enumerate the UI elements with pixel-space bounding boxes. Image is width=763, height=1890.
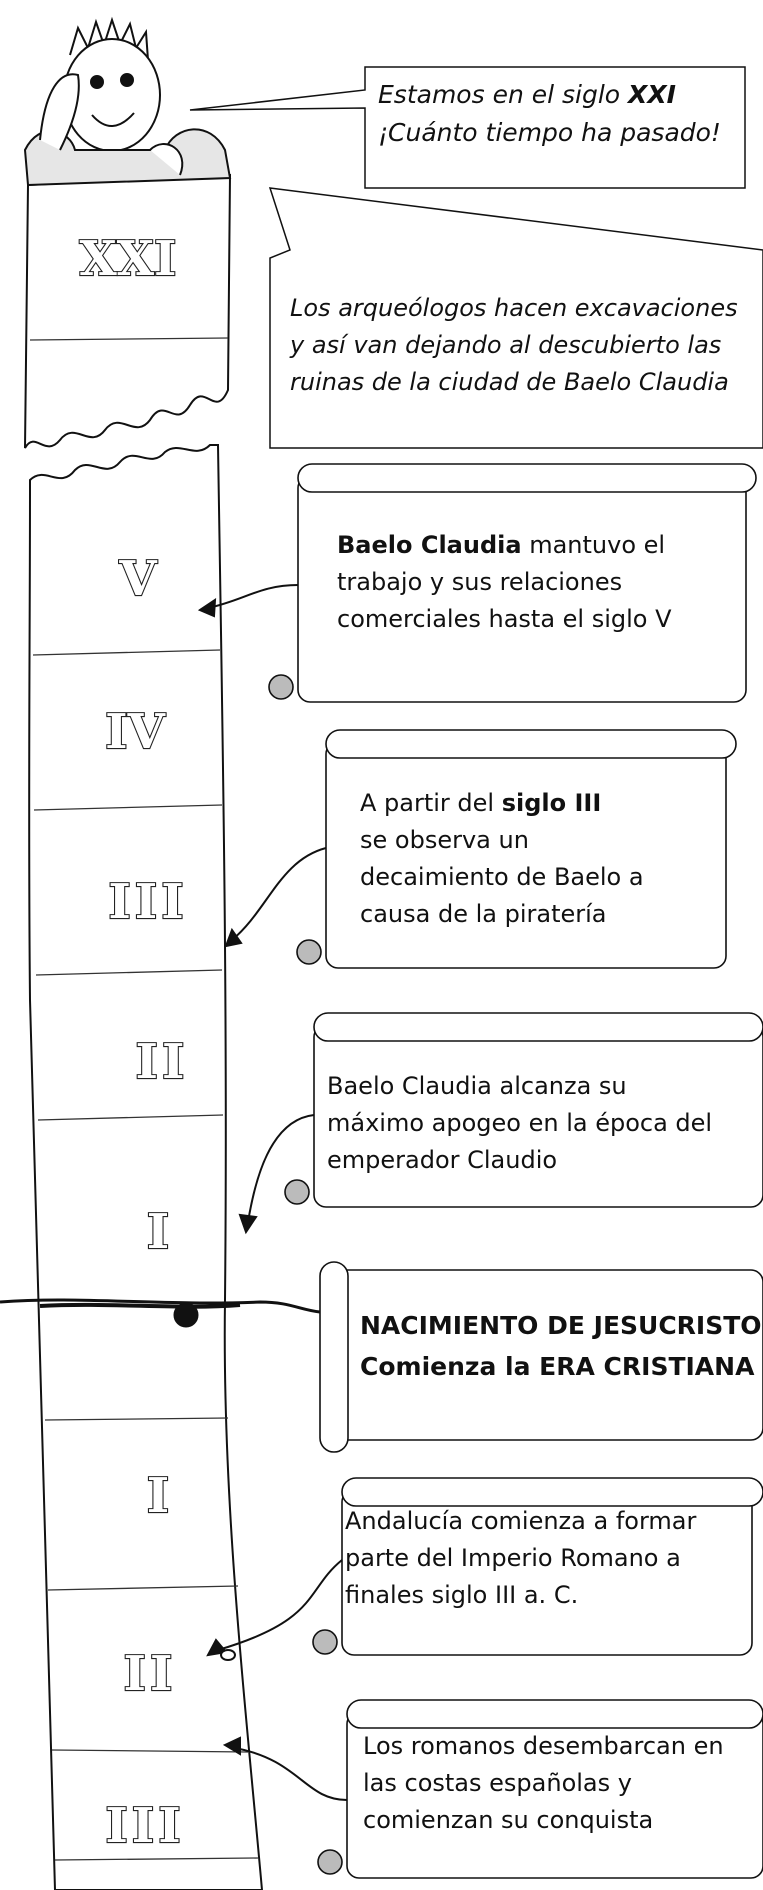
speech-bubble-2 [268, 187, 763, 449]
scroll-4-text: NACIMIENTO DE JESUCRISTO Comienza la ERA… [360, 1305, 763, 1387]
scroll1-line: comerciales hasta el siglo V [337, 605, 672, 633]
scroll1-line: trabajo y sus relaciones [337, 568, 623, 596]
pointer-arrows [197, 584, 348, 1801]
scroll2-prefix: A partir del [360, 789, 502, 817]
scroll1-rest: mantuvo el [521, 531, 666, 559]
scroll2-line: decaimiento de Baelo a [360, 863, 644, 891]
arrow-icon [217, 1559, 343, 1651]
century-label-xxi: XXI [80, 231, 177, 287]
century-label-i-ad: I [147, 1204, 169, 1260]
timeline-strip-main [28, 444, 264, 1890]
scroll-6 [317, 1699, 763, 1879]
scroll-5-text: Andalucía comienza a formar parte del Im… [345, 1503, 763, 1614]
scroll-3-text: Baelo Claudia alcanza su máximo apogeo e… [327, 1068, 747, 1179]
century-label-iii-ad: III [108, 874, 187, 930]
speech-bubble-2-text: Los arqueólogos hacen excavaciones y así… [290, 290, 763, 401]
century-label-iii-bc: III [105, 1798, 184, 1854]
scroll-2-text: A partir del siglo III se observa un dec… [360, 785, 660, 933]
speech1-line2: ¡Cuánto tiempo ha pasado! [378, 118, 721, 147]
scroll2-line: causa de la piratería [360, 900, 607, 928]
scroll4-line: Comienza la ERA CRISTIANA [360, 1352, 755, 1381]
arrow-icon [207, 584, 299, 609]
century-dividers [32, 649, 259, 1861]
scroll5-line: finales siglo III a. C. [345, 1581, 579, 1609]
scroll-1 [268, 463, 757, 703]
speech1-prefix: Estamos en el siglo [378, 80, 629, 109]
scroll-6-text: Los romanos desembarcan en las costas es… [363, 1728, 763, 1839]
scroll2-bold: siglo III [501, 789, 602, 817]
boy-icon [23, 16, 232, 187]
century-label-v: V [118, 551, 157, 607]
scroll-2 [296, 729, 737, 969]
scroll3-line: emperador Claudio [327, 1146, 558, 1174]
speech2-line: Los arqueólogos hacen excavaciones [290, 294, 738, 322]
scroll6-line: Los romanos desembarcan en [363, 1732, 724, 1760]
scroll6-line: las costas españolas y [363, 1769, 632, 1797]
century-label-ii-bc: II [124, 1646, 177, 1702]
scroll1-bold: Baelo Claudia [337, 531, 522, 559]
speech-bubble-1 [189, 66, 746, 189]
arrow-icon [234, 1747, 348, 1801]
scroll2-line: se observa un [360, 826, 529, 854]
era-divider-line [0, 1298, 321, 1328]
scroll5-line: parte del Imperio Romano a [345, 1544, 681, 1572]
scroll4-line: NACIMIENTO DE JESUCRISTO [360, 1311, 762, 1340]
century-label-iv: IV [105, 704, 165, 760]
arrow-icon [247, 1114, 315, 1223]
speech1-century: XXI [628, 80, 676, 109]
century-label-ii-ad: II [136, 1034, 189, 1090]
scroll6-line: comienzan su conquista [363, 1806, 654, 1834]
scroll-3 [284, 1012, 763, 1208]
speech2-line: y así van dejando al descubierto las [290, 331, 722, 359]
arrow-icon [231, 847, 327, 941]
speech2-line: ruinas de la ciudad de Baelo Claudia [290, 368, 729, 396]
speech-bubble-1-text: Estamos en el siglo XXI ¡Cuánto tiempo h… [378, 76, 738, 152]
scroll-1-text: Baelo Claudia mantuvo el trabajo y sus r… [337, 527, 707, 638]
scroll5-line: Andalucía comienza a formar [345, 1507, 697, 1535]
scroll-5 [312, 1477, 763, 1656]
scroll3-line: Baelo Claudia alcanza su [327, 1072, 627, 1100]
scroll3-line: máximo apogeo en la época del [327, 1109, 713, 1137]
timeline-strip-top [24, 173, 232, 449]
century-label-i-bc: I [147, 1468, 169, 1524]
scroll-4 [319, 1261, 763, 1453]
